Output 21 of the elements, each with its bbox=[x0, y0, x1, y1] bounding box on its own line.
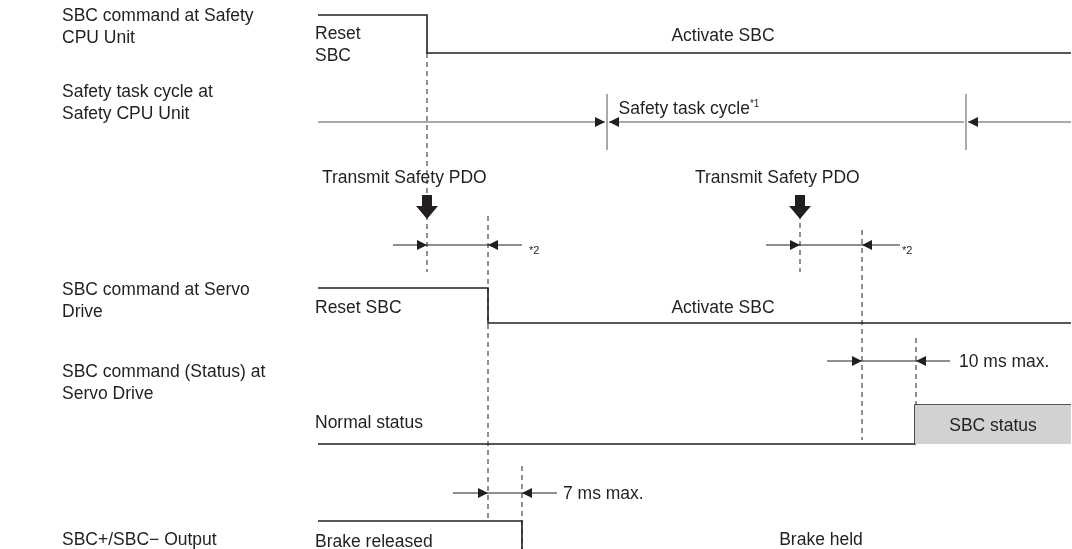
dimension-label: 10 ms max. bbox=[959, 350, 1050, 372]
signal-level-block bbox=[915, 405, 1071, 444]
signal-name: SBC command (Status) at Servo Drive bbox=[62, 360, 267, 404]
event-label: Transmit Safety PDO bbox=[322, 166, 487, 188]
state-label: Normal status bbox=[315, 411, 423, 433]
state-label: Brake held bbox=[779, 528, 863, 549]
signal-name: SBC+/SBC− Output bbox=[62, 528, 217, 549]
signal-name: Safety task cycle at Safety CPU Unit bbox=[62, 80, 214, 124]
state-label: Activate SBC bbox=[671, 24, 775, 46]
dimension-label: 7 ms max. bbox=[563, 482, 644, 504]
footnote-mark: *2 bbox=[902, 243, 913, 258]
signal-name: SBC command at Safety CPU Unit bbox=[62, 4, 255, 48]
state-label: Brake released bbox=[315, 530, 433, 549]
state-label: Reset SBC bbox=[315, 296, 402, 318]
state-label: Activate SBC bbox=[671, 296, 775, 318]
footnote-mark: *2 bbox=[529, 243, 540, 258]
interval-label: Safety task cycle$^{*1}$ bbox=[618, 96, 760, 119]
signal-name: SBC command at Servo Drive bbox=[62, 278, 251, 322]
state-label: SBC status bbox=[949, 413, 1037, 436]
event-label: Transmit Safety PDO bbox=[695, 166, 860, 188]
state-label: Reset SBC bbox=[315, 22, 362, 66]
